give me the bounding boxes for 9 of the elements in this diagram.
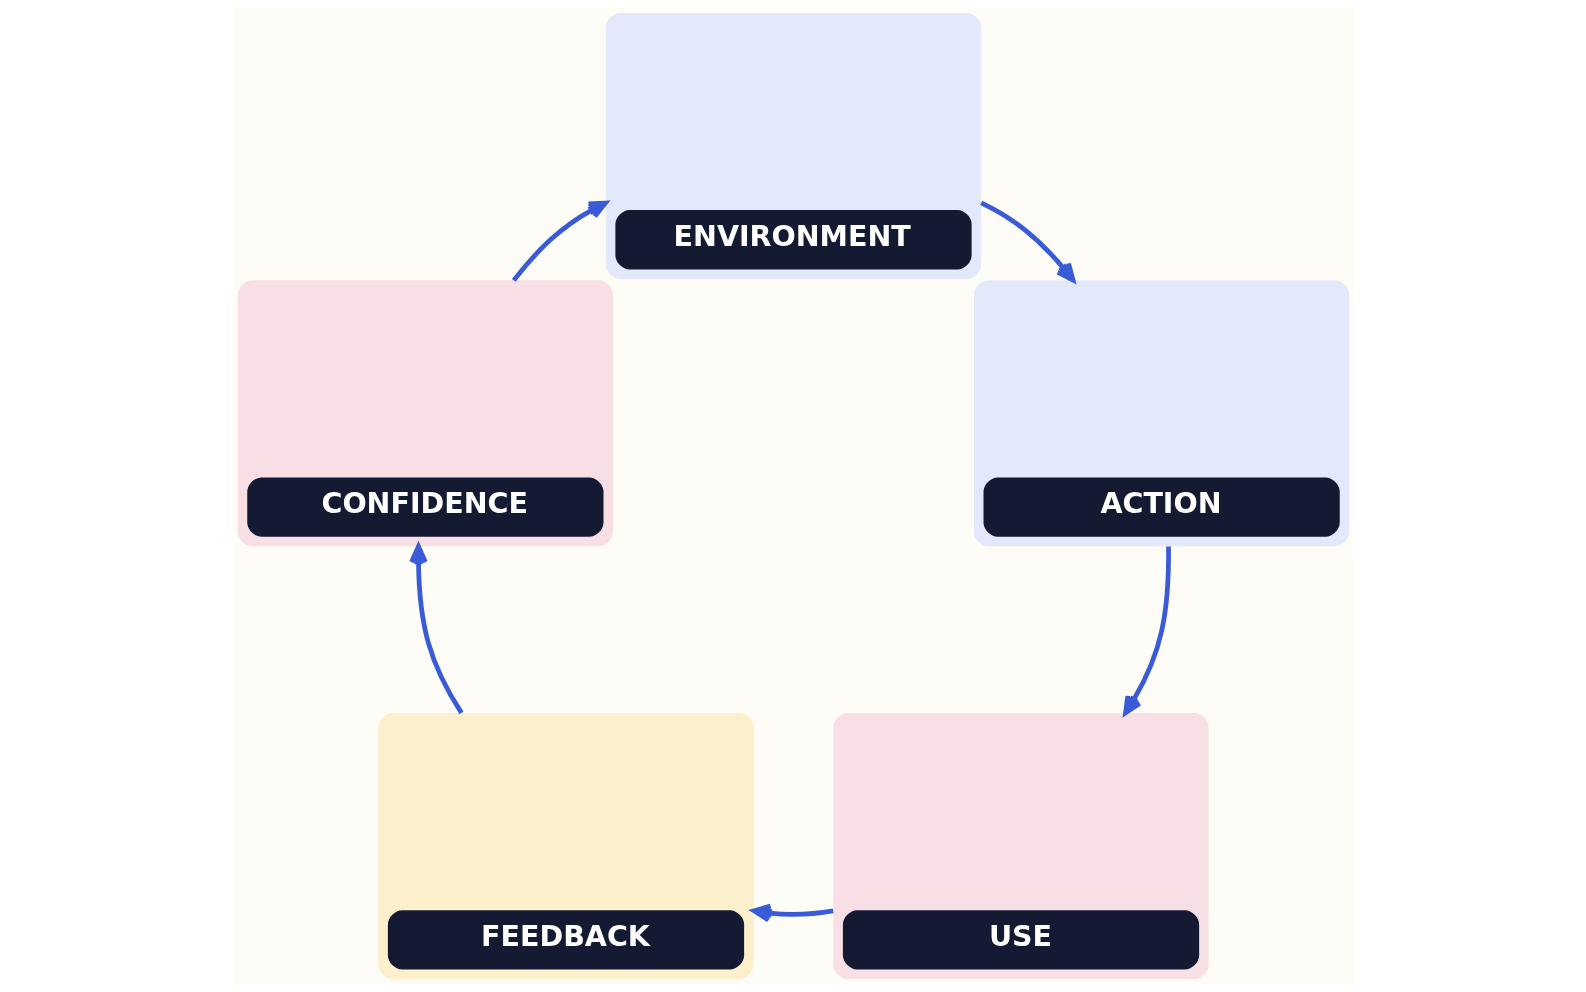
node-box: ENVIRONMENT xyxy=(605,12,981,279)
arrow xyxy=(979,200,1075,283)
node-box: CONFIDENCE xyxy=(237,280,613,547)
node-box: FEEDBACK xyxy=(377,713,754,980)
node-box: ACTION xyxy=(973,280,1349,547)
arrow xyxy=(751,903,834,923)
arrow xyxy=(1122,546,1171,716)
arrow xyxy=(511,200,608,282)
node-box: USE xyxy=(832,713,1209,980)
